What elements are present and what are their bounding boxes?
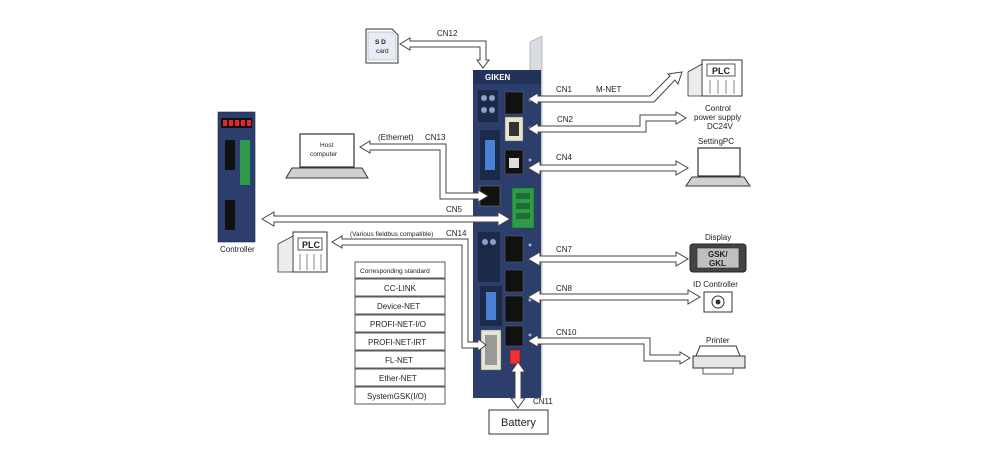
printer-icon: Printer [692,336,746,375]
plc-left-icon: PLC [277,231,328,273]
cn11-label: CN11 [533,397,553,406]
cn14-label: CN14 [446,229,467,238]
battery-label: Battery [501,417,536,429]
fieldbus-label: (Various fieldbus compatible) [350,231,433,238]
id-controller-icon: ID Controller [693,280,738,313]
arrow-cn5: CN5 [261,205,511,227]
plc-right-icon: PLC [687,59,743,97]
ethernet-label: (Ethernet) [378,133,414,142]
battery-box: Battery [488,409,549,435]
controller-label: Controller [220,245,255,254]
cn5-label: CN5 [446,205,463,214]
standard-item: PROFI-NET-I/O [370,320,426,329]
cn8-label: CN8 [556,284,573,293]
arrow-cn1: CN1 M-NET [527,71,683,106]
power-line3: DC24V [707,122,733,131]
cn7-label: CN7 [556,245,573,254]
mnet-label: M-NET [596,85,621,94]
cn10-label: CN10 [556,328,577,337]
controller-device: Controller [217,111,256,254]
display-line1: GSK/ [708,250,728,259]
host-line1: Host [320,142,334,149]
cn1-label: CN1 [556,85,573,94]
sd-card-line1: S D [375,39,386,46]
cn12-label: CN12 [437,29,458,38]
sd-card-icon: S D card [365,28,399,64]
standard-item: PROFI-NET-IRT [368,338,426,347]
cn2-label: CN2 [557,115,574,124]
arrow-cn11: CN11 [510,361,553,409]
arrow-cn7: CN7 [527,245,689,267]
display-title: Display [705,233,731,242]
host-line2: computer [310,151,338,158]
plc-left-text: PLC [302,240,321,250]
brand-logo: GIKEN [485,73,511,82]
id-controller-label: ID Controller [693,280,738,289]
host-computer-icon: Host computer [285,133,369,179]
main-control-unit: GIKEN [473,35,543,399]
standards-header: Corresponding standard [360,268,430,275]
sd-card-line2: card [376,48,389,55]
arrow-cn12: CN12 [399,29,490,69]
setting-pc-icon: SettingPC [685,137,751,187]
standard-item: Ether-NET [379,374,417,383]
arrow-cn10: CN10 [527,328,691,365]
power-line2: power supply [694,113,741,122]
arrow-cn2: CN2 [527,111,687,136]
cn4-label: CN4 [556,153,573,162]
arrow-cn13: (Ethernet) CN13 [359,133,489,203]
display-line2: GKL [709,259,726,268]
standard-item: CC-LINK [384,284,417,293]
settingpc-label: SettingPC [698,137,734,146]
standard-item: FL-NET [385,356,413,365]
arrow-cn14: (Various fieldbus compatible) CN14 [331,229,487,352]
arrow-cn4: CN4 [527,153,689,176]
power-line1: Control [705,104,731,113]
standard-item: Device-NET [377,302,420,311]
standard-item: SystemGSK(I/O) [367,392,427,401]
plc-right-text: PLC [712,66,731,76]
cn13-label: CN13 [425,133,446,142]
arrow-cn8: CN8 [527,284,701,305]
display-icon: Display GSK/ GKL [689,233,747,273]
printer-label: Printer [706,336,730,345]
standards-table: Corresponding standard CC-LINK Device-NE… [354,261,446,405]
